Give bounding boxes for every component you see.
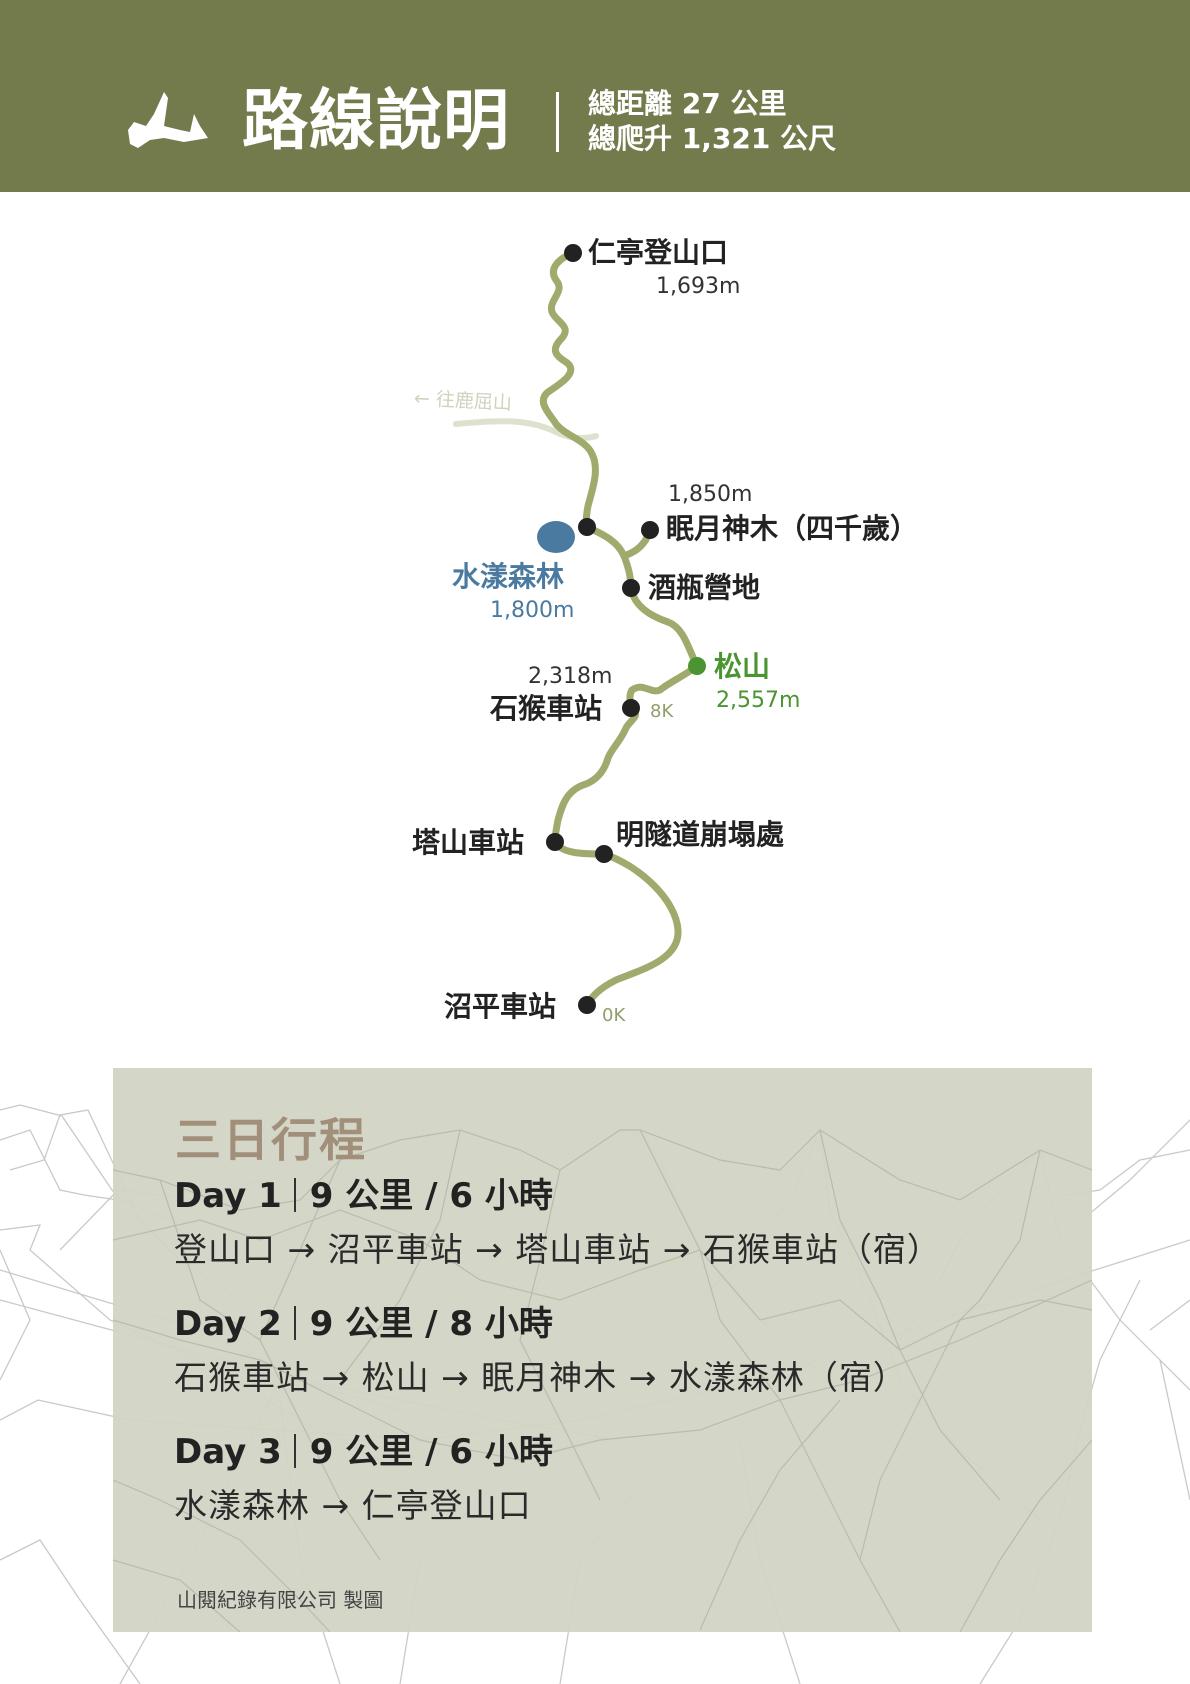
day-route: 水漾森林 → 仁亭登山口 — [174, 1486, 532, 1525]
itinerary-panel: 三日行程 Day 1 9 公里 / 6 小時 登山口 → 沼平車站 → 塔山車站 … — [113, 1068, 1092, 1632]
day-route: 登山口 → 沼平車站 → 塔山車站 → 石猴車站（宿） — [174, 1230, 941, 1269]
day-3: Day 3 9 公里 / 6 小時 水漾森林 → 仁亭登山口 — [174, 1430, 553, 1528]
point-renting-trailhead: 仁亭登山口 — [588, 236, 729, 269]
day-label: Day 3 — [174, 1432, 282, 1472]
km-marker-0k: 0K — [602, 1005, 626, 1026]
point-tashan-station: 塔山車站 — [412, 826, 525, 859]
point-shihou-station: 石猴車站 — [490, 692, 603, 725]
trail-lines — [453, 244, 706, 1014]
elevation-renting: 1,693m — [656, 274, 741, 299]
panel-mountain-line-art — [113, 1129, 1092, 1632]
day-2: Day 2 9 公里 / 8 小時 石猴車站 → 松山 → 眠月神木 → 水漾森林… — [174, 1302, 907, 1400]
elevation-shihou: 2,318m — [528, 664, 613, 689]
km-marker-8k: 8K — [650, 701, 674, 722]
pond-icon — [537, 521, 575, 553]
elevation-mianyue: 1,850m — [668, 482, 753, 507]
day-heading: Day 3 9 公里 / 6 小時 — [174, 1430, 553, 1474]
day-label: Day 1 — [174, 1176, 282, 1216]
map-credit: 山閱紀錄有限公司 製圖 — [177, 1588, 384, 1612]
route-stats: 總距離 27 公里 總爬升 1,321 公尺 — [588, 86, 836, 156]
heading-separator — [293, 1306, 296, 1340]
point-zhaoping-station: 沼平車站 — [444, 990, 557, 1023]
day-heading: Day 1 9 公里 / 6 小時 — [174, 1174, 941, 1218]
total-distance: 總距離 27 公里 — [588, 87, 787, 120]
elevation-shuiyang: 1,800m — [490, 598, 575, 623]
point-mianyue-tree: 眠月神木（四千歲） — [666, 512, 919, 545]
day-label: Day 2 — [174, 1304, 282, 1344]
point-shuiyang-forest: 水漾森林 — [452, 560, 565, 593]
day-stats: 9 公里 / 6 小時 — [309, 1176, 553, 1216]
mountain-brush-icon — [128, 92, 208, 148]
point-jiuping-camp: 酒瓶營地 — [648, 571, 761, 604]
page-header: 路線說明 總距離 27 公里 總爬升 1,321 公尺 — [0, 0, 1190, 192]
header-divider — [556, 92, 559, 152]
page-title: 路線說明 — [242, 81, 510, 159]
day-route: 石猴車站 → 松山 → 眠月神木 → 水漾森林（宿） — [174, 1358, 907, 1397]
itinerary-title: 三日行程 — [175, 1113, 367, 1167]
day-stats: 9 公里 / 6 小時 — [309, 1432, 553, 1472]
heading-separator — [293, 1434, 296, 1468]
elevation-songshan: 2,557m — [716, 688, 801, 713]
point-tunnel-collapse: 明隧道崩塌處 — [616, 818, 785, 851]
heading-separator — [293, 1178, 296, 1212]
total-climb: 總爬升 1,321 公尺 — [588, 122, 837, 155]
day-1: Day 1 9 公里 / 6 小時 登山口 → 沼平車站 → 塔山車站 → 石猴車… — [174, 1174, 941, 1272]
side-trail-label: ← 往鹿屈山 — [413, 387, 513, 415]
day-heading: Day 2 9 公里 / 8 小時 — [174, 1302, 907, 1346]
day-stats: 9 公里 / 8 小時 — [309, 1304, 553, 1344]
point-songshan: 松山 — [714, 650, 771, 683]
trail-map: ← 往鹿屈山 仁亭登山口 1,693m 1,850m 眠月神木（四千歲） 水漾森… — [0, 192, 1190, 1052]
